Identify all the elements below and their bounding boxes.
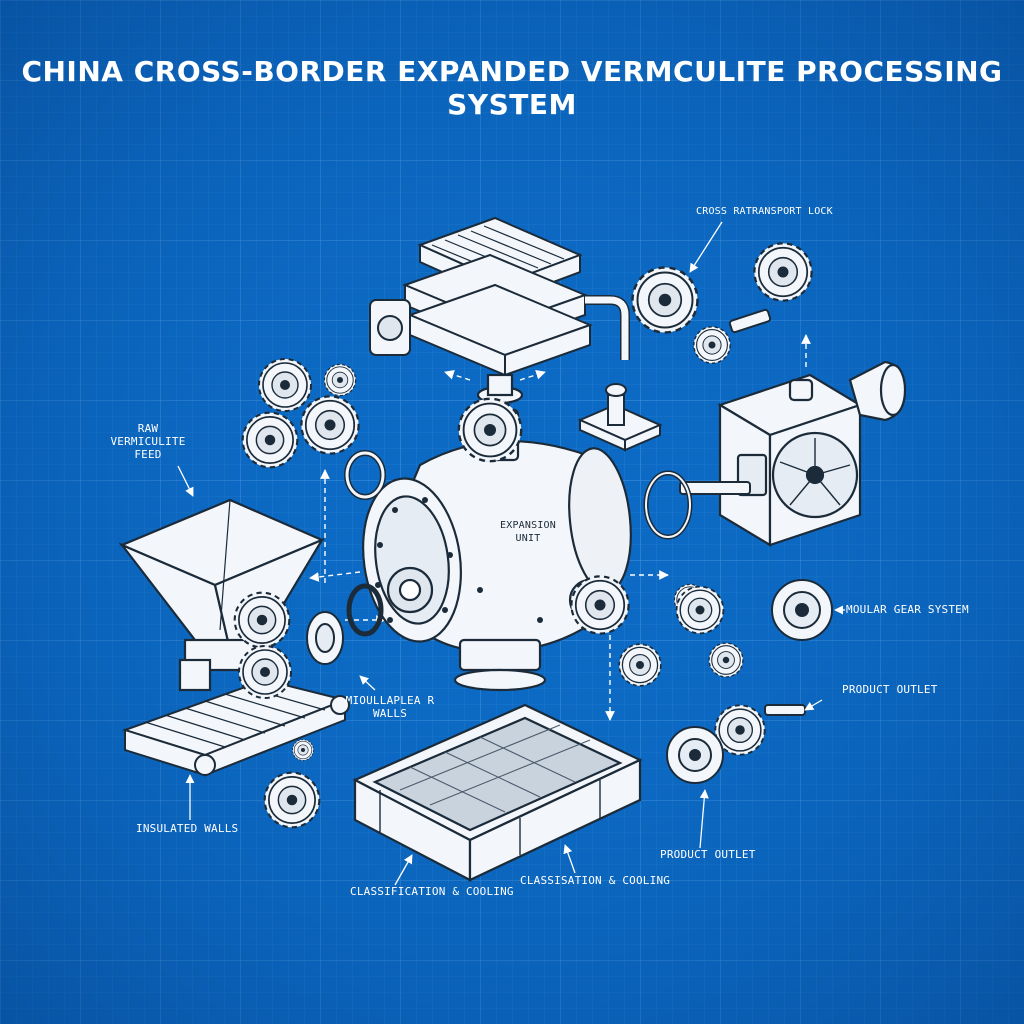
label-leaders	[177, 221, 845, 886]
valve-icon	[577, 383, 663, 452]
label-expansion-line1: EXPANSION	[500, 520, 556, 531]
label-product-outlet-top: PRODUCT OUTLET	[842, 683, 938, 696]
label-product-outlet-bottom: PRODUCT OUTLET	[660, 848, 756, 861]
label-expansion-unit: EXPANSION UNIT	[488, 519, 568, 545]
sieve-tray-icon	[352, 703, 643, 882]
conveyor-icon	[121, 678, 350, 777]
flow-arrows	[309, 334, 811, 721]
label-raw-line2: VERMICULITE	[110, 435, 186, 448]
label-classification-cooling-right: CLASSISATION & COOLING	[520, 874, 671, 887]
heat-exchanger-icon	[369, 216, 630, 377]
label-raw-line1: RAW	[137, 422, 159, 435]
label-walls-line2: WALLS	[372, 707, 408, 720]
page-title: CHINA CROSS-BORDER EXPANDED VERMCULITE P…	[21, 55, 1003, 121]
label-modular-walls: MIOULLAPLEA R WALLS	[345, 694, 435, 720]
label-expansion-line2: UNIT	[515, 533, 541, 544]
label-modular-gear-system: MOULAR GEAR SYSTEM	[846, 603, 969, 616]
drive-shaft	[643, 470, 751, 540]
label-classification-cooling-left: CLASSIFICATION & COOLING	[350, 885, 514, 898]
label-raw-line3: FEED	[134, 448, 162, 461]
pulley-icon	[306, 308, 833, 784]
fan-housing-icon	[717, 360, 907, 547]
label-walls-line1: MIOULLAPLEA R	[345, 694, 435, 707]
label-insulated-walls: INSULATED WALLS	[136, 822, 239, 835]
label-cross-transport-lock: CROSS RATRANSPORT LOCK	[696, 206, 833, 217]
label-raw-vermiculite-feed: RAW VERMICULITE FEED	[108, 422, 188, 461]
